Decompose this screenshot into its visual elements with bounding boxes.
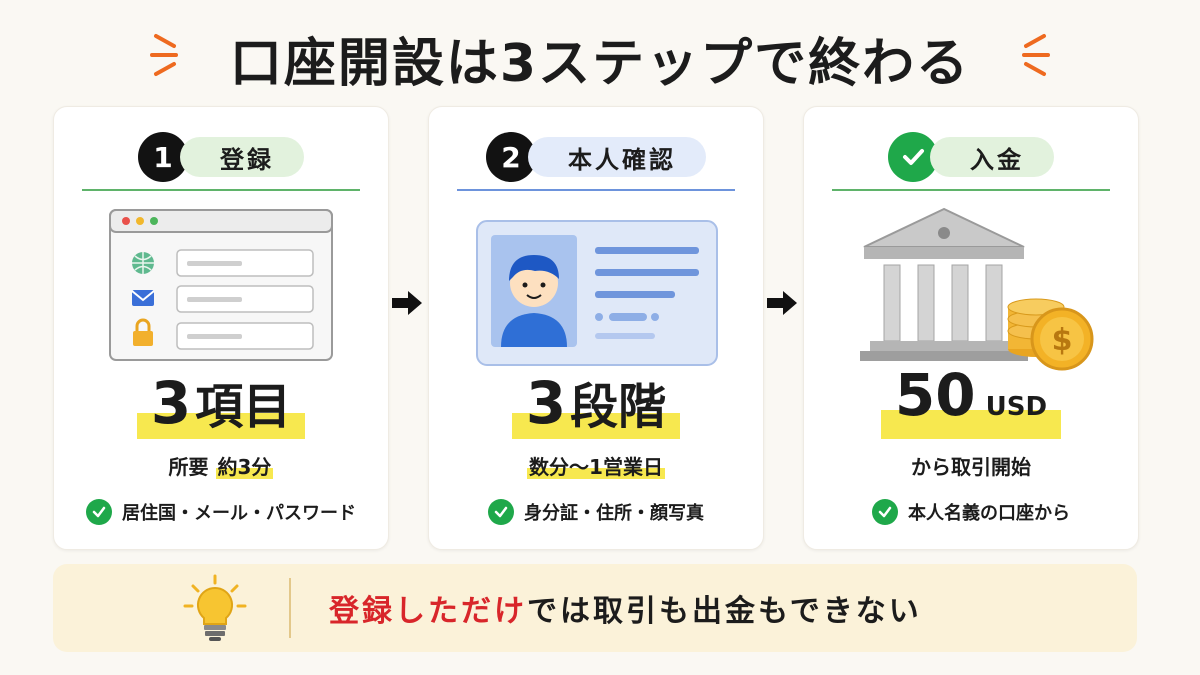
spark-left-icon: [150, 34, 178, 76]
step-number-badge: 1: [138, 132, 188, 182]
stage-count: 3 段階: [429, 369, 763, 439]
note-text: 居住国・メール・パスワード: [122, 503, 356, 524]
requirement-note: 身分証・住所・顔写真: [429, 499, 763, 525]
note-text: 身分証・住所・顔写真: [524, 503, 704, 524]
title-area: 口座開設は3ステップで終わる: [0, 18, 1200, 98]
divider: [289, 578, 291, 638]
step-number-badge: 2: [486, 132, 536, 182]
sub-text: から取引開始: [911, 455, 1031, 479]
duration-value: 数分〜1営業日: [527, 455, 665, 479]
bank-coins-illustration: $: [860, 207, 1094, 371]
requirement-note: 居住国・メール・パスワード: [54, 499, 388, 525]
duration-text: 数分〜1営業日: [429, 451, 763, 480]
svg-text:$: $: [1052, 323, 1073, 358]
check-icon: [86, 499, 112, 525]
warning-text: 登録しただけでは取引も出金もできない: [329, 564, 922, 652]
start-trading-text: から取引開始: [804, 451, 1138, 480]
note-text: 本人名義の口座から: [908, 503, 1070, 524]
step-header: 入金: [888, 132, 1054, 182]
step-label: 登録: [180, 137, 304, 177]
step-card-register: 1 登録 3 項目 所要 約3分 居住国・メール・パスワード: [53, 106, 389, 550]
step-header: 2 本人確認: [486, 132, 706, 182]
spark-right-icon: [1022, 34, 1050, 76]
divider: [82, 189, 360, 191]
page-title: 口座開設は3ステップで終わる: [229, 33, 971, 94]
divider: [457, 189, 735, 191]
big-number: 50: [894, 361, 976, 429]
lightbulb-icon: [183, 574, 247, 641]
step-label: 入金: [930, 137, 1054, 177]
big-unit: 段階: [570, 379, 667, 435]
check-icon: [488, 499, 514, 525]
step-card-identity: 2 本人確認 3 段階 数分〜1営業日 身分証・住所・顔写真: [428, 106, 764, 550]
step-label: 本人確認: [528, 137, 706, 177]
big-unit: USD: [985, 392, 1048, 422]
big-unit: 項目: [195, 379, 292, 435]
duration-text: 所要 約3分: [54, 451, 388, 480]
item-count: 3 項目: [54, 369, 388, 439]
warning-banner: 登録しただけでは取引も出金もできない: [53, 564, 1137, 652]
check-icon: [888, 132, 938, 182]
browser-form-illustration: [109, 209, 333, 361]
big-number: 3: [150, 369, 192, 437]
check-icon: [872, 499, 898, 525]
big-number: 3: [525, 369, 567, 437]
arrow-right-icon: [392, 291, 422, 315]
requirement-note: 本人名義の口座から: [804, 499, 1138, 525]
step-header: 1 登録: [138, 132, 304, 182]
warning-rest: では取引も出金もできない: [527, 594, 922, 629]
duration-value: 約3分: [215, 455, 274, 479]
step-card-deposit: 入金 $ 50 USD から取引開始 本人名義の口座から: [803, 106, 1139, 550]
id-card-illustration: [476, 220, 718, 366]
duration-prefix: 所要: [168, 455, 209, 479]
divider: [832, 189, 1110, 191]
arrow-right-icon: [767, 291, 797, 315]
minimum-deposit: 50 USD: [804, 363, 1138, 439]
warning-highlight: 登録しただけ: [329, 594, 527, 629]
